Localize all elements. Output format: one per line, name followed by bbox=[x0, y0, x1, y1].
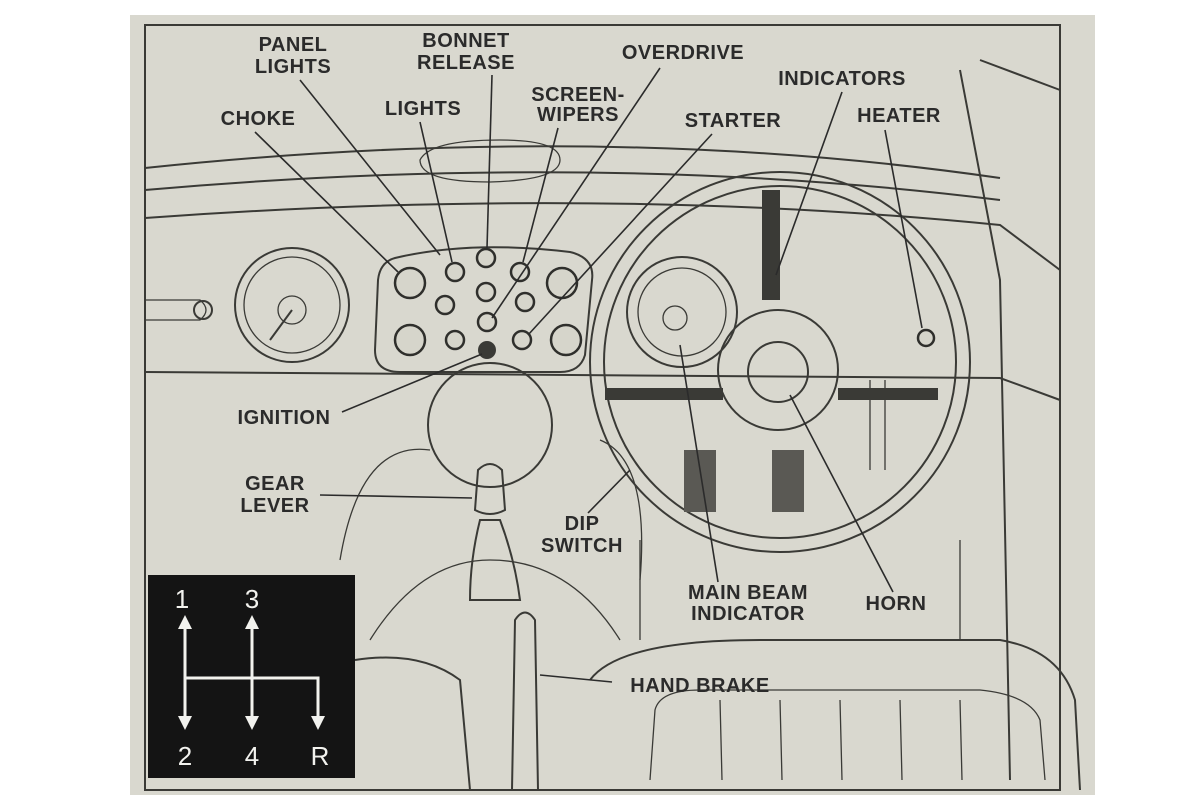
label-bonnet-release: RELEASE bbox=[417, 52, 515, 74]
label-hand-brake: HAND BRAKE bbox=[630, 675, 769, 697]
label-panel-lights: LIGHTS bbox=[255, 56, 331, 78]
horn-button bbox=[717, 309, 839, 431]
label-gear-lever: GEAR bbox=[245, 473, 305, 495]
label-main-beam-indicator: MAIN BEAM bbox=[688, 582, 808, 604]
label-choke: CHOKE bbox=[221, 108, 296, 130]
switch bbox=[444, 329, 466, 351]
label-bonnet-release: BONNET bbox=[422, 30, 509, 52]
switch-bonnet-release bbox=[475, 247, 497, 269]
switch-starter bbox=[511, 329, 533, 351]
switch bbox=[545, 266, 579, 300]
label-main-beam-indicator: INDICATOR bbox=[691, 603, 805, 625]
switch bbox=[434, 294, 456, 316]
ignition-switch bbox=[478, 341, 496, 359]
gear-3: 3 bbox=[245, 584, 259, 614]
leader-lines bbox=[254, 67, 923, 683]
label-horn: HORN bbox=[866, 593, 927, 615]
gear-pattern-diagram: 1 3 2 4 R bbox=[148, 575, 355, 778]
gear-1: 1 bbox=[175, 584, 189, 614]
label-lights: LIGHTS bbox=[385, 98, 461, 120]
hand-brake bbox=[510, 611, 540, 791]
gear-lever bbox=[468, 463, 522, 601]
switch bbox=[509, 261, 531, 283]
label-screen-wipers: WIPERS bbox=[537, 104, 619, 126]
seats bbox=[354, 639, 1081, 791]
gear-2: 2 bbox=[178, 741, 192, 771]
switch bbox=[475, 281, 497, 303]
label-heater: HEATER bbox=[857, 105, 941, 127]
labels: PANEL LIGHTS BONNET RELEASE OVERDRIVE IN… bbox=[221, 30, 941, 697]
switch bbox=[393, 266, 427, 300]
gear-reverse: R bbox=[311, 741, 330, 771]
label-overdrive: OVERDRIVE bbox=[622, 42, 744, 64]
label-dip-switch: DIP bbox=[565, 513, 600, 535]
switch bbox=[514, 291, 536, 313]
switch bbox=[549, 323, 583, 357]
label-panel-lights: PANEL bbox=[259, 34, 328, 56]
heater-control bbox=[916, 328, 936, 348]
switch bbox=[393, 323, 427, 357]
left-gauge bbox=[234, 247, 350, 363]
label-indicators: INDICATORS bbox=[778, 68, 906, 90]
steering-wheel bbox=[589, 171, 971, 640]
switch bbox=[444, 261, 466, 283]
label-starter: STARTER bbox=[685, 110, 782, 132]
frame bbox=[144, 24, 1061, 791]
label-ignition: IGNITION bbox=[238, 407, 331, 429]
gear-4: 4 bbox=[245, 741, 259, 771]
label-dip-switch: SWITCH bbox=[541, 535, 623, 557]
dashboard bbox=[144, 59, 1061, 781]
label-gear-lever: LEVER bbox=[240, 495, 309, 517]
label-screen-wipers: SCREEN- bbox=[531, 84, 625, 106]
